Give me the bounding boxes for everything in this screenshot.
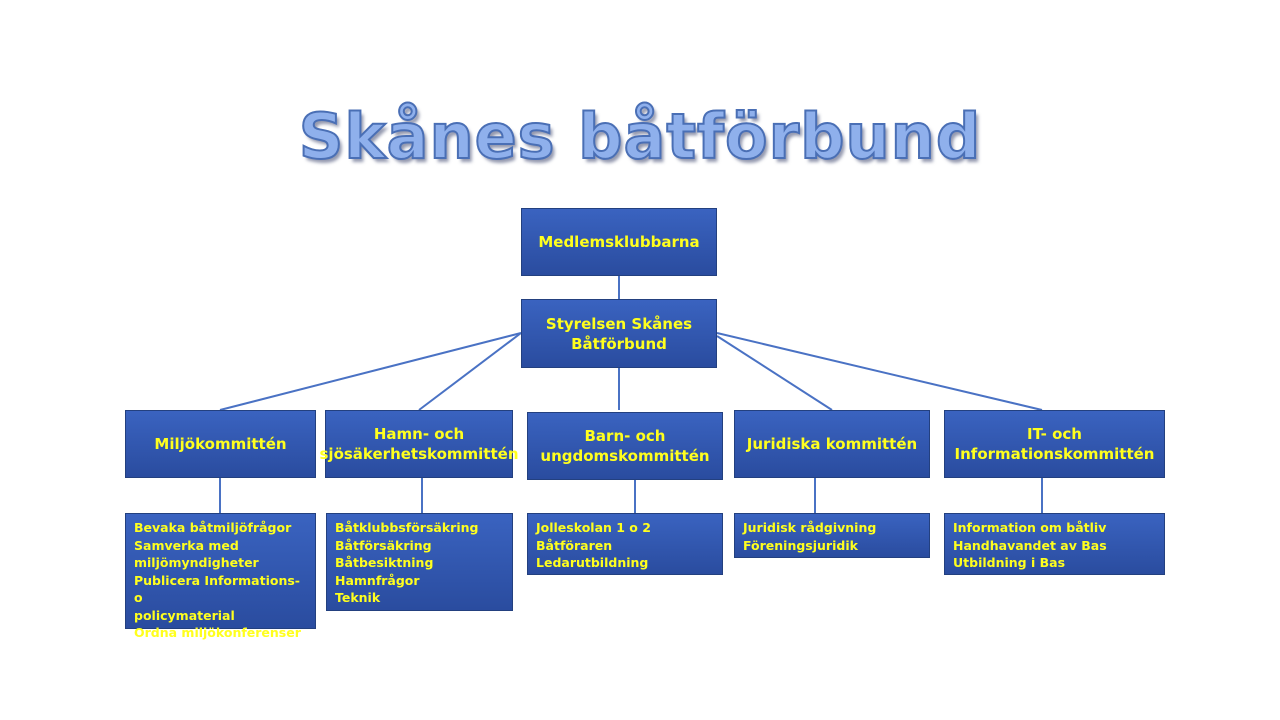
detail-box-youth: Jolleskolan 1 o 2 Båtföraren Ledarutbild… (527, 513, 723, 575)
detail-item: Jolleskolan 1 o 2 (536, 520, 651, 535)
detail-item: Teknik (335, 590, 381, 605)
detail-list: Information om båtliv Handhavandet av Ba… (953, 519, 1156, 572)
detail-box-harbour-safety: Båtklubbsförsäkring Båtförsäkring Båtbes… (326, 513, 513, 611)
detail-item: Båtföraren (536, 537, 613, 553)
detail-item: Utbildning i Bas (953, 555, 1066, 570)
detail-list: Båtklubbsförsäkring Båtförsäkring Båtbes… (335, 519, 504, 607)
detail-item: Information om båtliv (953, 520, 1107, 535)
detail-box-it-information: Information om båtliv Handhavandet av Ba… (944, 513, 1165, 575)
detail-item: policymaterial (134, 607, 235, 623)
detail-item: Bevaka båtmiljöfrågor (134, 520, 292, 535)
connector-board-to-committee-5 (716, 332, 1043, 411)
org-box-committee-it-information: IT- och Informationskommittén (944, 410, 1165, 478)
org-box-committee-environment: Miljökommittén (125, 410, 316, 478)
org-box-member-clubs: Medlemsklubbarna (521, 208, 717, 276)
detail-list: Juridisk rådgivning Föreningsjuridik (743, 519, 921, 554)
org-box-board: Styrelsen Skånes Båtförbund (521, 299, 717, 368)
detail-list: Bevaka båtmiljöfrågor Samverka med miljö… (134, 519, 307, 642)
detail-item: Ledarutbildning (536, 555, 649, 570)
connector-board-to-committee-2 (418, 332, 522, 411)
org-box-committee-harbour-safety: Hamn- och sjösäkerhetskommittén (320, 410, 519, 478)
detail-item: Juridisk rådgivning (743, 520, 877, 535)
org-box-committee-youth: Barn- och ungdomskommittén (527, 412, 723, 480)
detail-item: Samverka med (134, 537, 239, 553)
detail-item: Båtklubbsförsäkring (335, 520, 479, 535)
detail-item: Publicera Informations- o (134, 572, 300, 606)
detail-item: miljömyndigheter (134, 555, 259, 570)
detail-box-environment: Bevaka båtmiljöfrågor Samverka med miljö… (125, 513, 316, 640)
org-box-committee-legal: Juridiska kommittén (734, 410, 930, 478)
connector-board-to-committee-4 (716, 335, 833, 411)
detail-list: Jolleskolan 1 o 2 Båtföraren Ledarutbild… (536, 519, 714, 572)
page-title: Skånes båtförbund (298, 99, 982, 174)
detail-item: Båtbesiktning (335, 555, 434, 570)
connector-board-to-committee-1 (219, 332, 522, 411)
detail-item: Handhavandet av Bas (953, 537, 1107, 553)
detail-item: Ordna miljökonferenser (134, 625, 301, 640)
detail-item: Föreningsjuridik (743, 537, 858, 553)
detail-item: Båtförsäkring (335, 537, 432, 553)
detail-box-legal: Juridisk rådgivning Föreningsjuridik (734, 513, 930, 558)
detail-item: Hamnfrågor (335, 572, 420, 588)
